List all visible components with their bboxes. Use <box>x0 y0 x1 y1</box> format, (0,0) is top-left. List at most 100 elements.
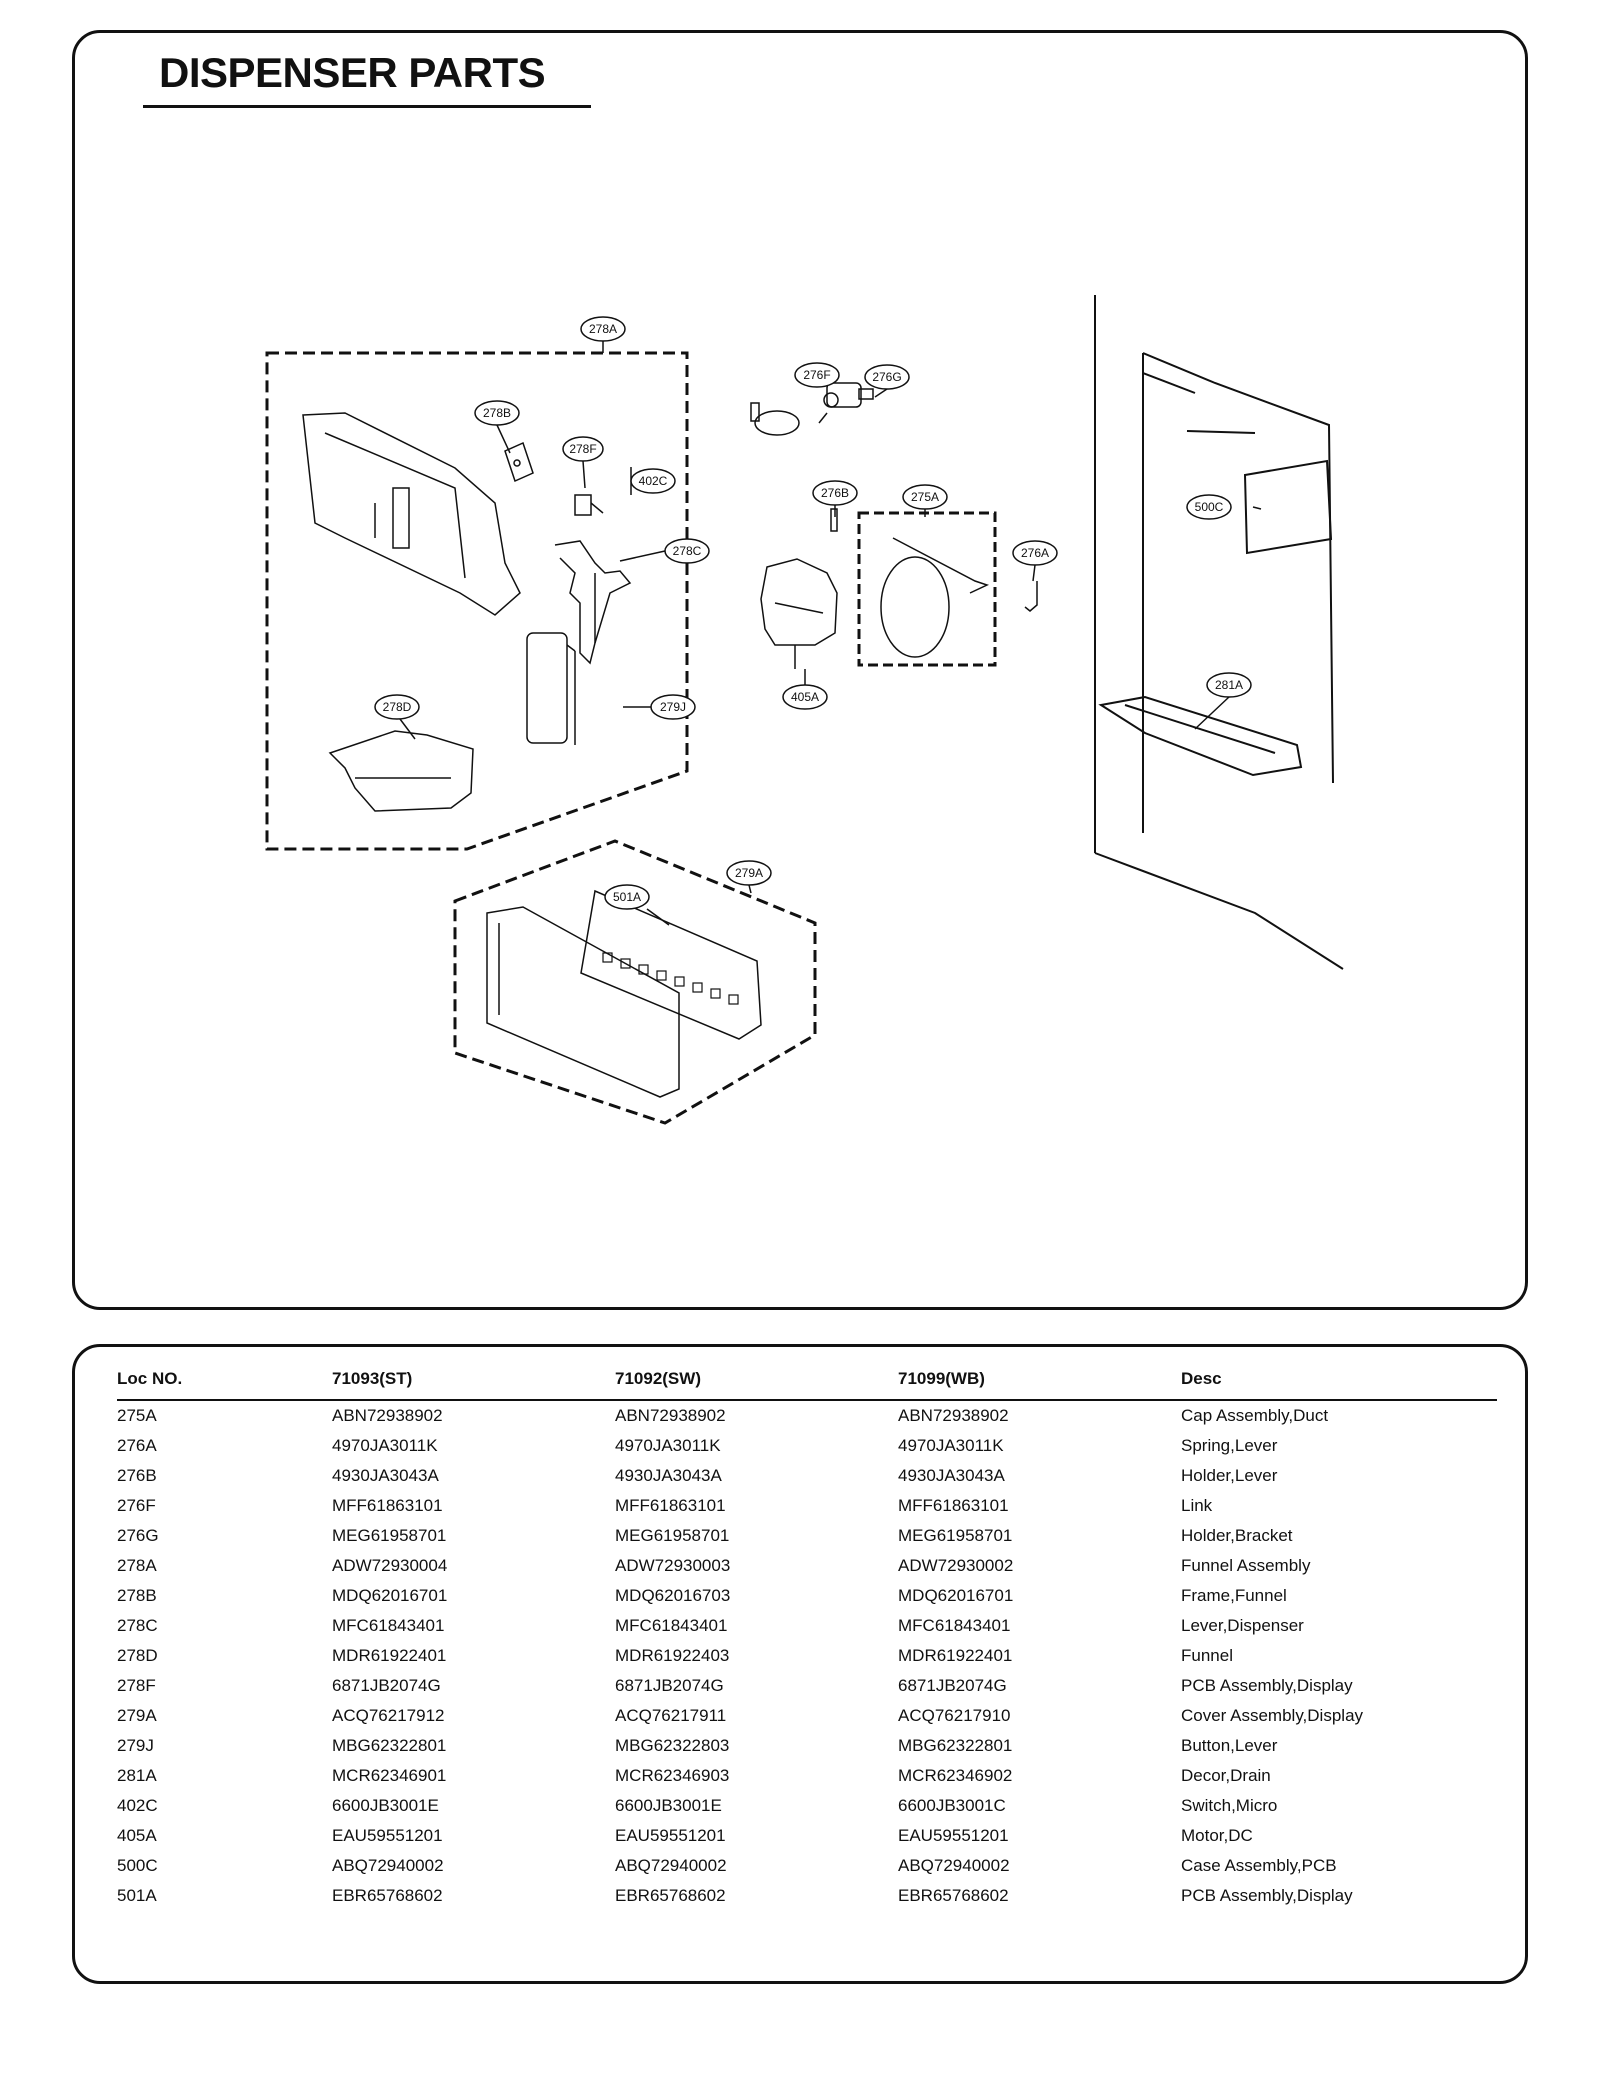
callout-405A-bubble <box>782 684 828 710</box>
callout-279A: 279A <box>735 866 763 880</box>
parts-table: Loc NO. 71093(ST) 71092(SW) 71099(WB) De… <box>117 1361 1497 1911</box>
table-cell: Switch,Micro <box>1181 1795 1278 1815</box>
table-row: 275A ABN72938902 ABN72938902 ABN72938902 Cap… <box>117 1400 1497 1431</box>
callout-276B: 276B <box>821 486 849 500</box>
table-cell: Decor,Drain <box>1181 1765 1271 1785</box>
table-header-row: Loc NO. 71093(ST) 71092(SW) 71099(WB) De… <box>117 1361 1497 1401</box>
table-cell: 6600JB3001E <box>332 1795 439 1815</box>
table-cell: MEG61958701 <box>615 1525 730 1545</box>
table-cell: 6600JB3001E <box>615 1795 722 1815</box>
header-71099: 71099(WB) <box>898 1361 1181 1401</box>
parts-table-body: 275A ABN72938902 ABN72938902 ABN72938902 Cap… <box>117 1400 1497 1911</box>
callout-278D: 278D <box>383 700 412 714</box>
table-cell: ABN72938902 <box>898 1405 1009 1425</box>
table-cell: ABQ72940002 <box>898 1855 1010 1875</box>
table-cell: Link <box>1181 1495 1213 1515</box>
table-cell: ACQ76217912 <box>332 1705 445 1725</box>
callout-278B: 278B <box>483 406 511 420</box>
leader-lines <box>399 341 1262 926</box>
table-cell: 278D <box>117 1645 158 1665</box>
callout-276F: 276F <box>803 368 830 382</box>
table-cell: 4930JA3043A <box>898 1465 1005 1485</box>
small-pcb-part <box>504 441 534 483</box>
lever-spring-part <box>1024 581 1038 612</box>
table-cell: Holder,Bracket <box>1181 1525 1293 1545</box>
table-cell: Spring,Lever <box>1181 1435 1278 1455</box>
table-cell: PCB Assembly,Display <box>1181 1675 1353 1695</box>
display-pcb-part <box>602 952 739 1005</box>
holder-bracket-part <box>823 382 874 408</box>
table-cell: Cap Assembly,Duct <box>1181 1405 1329 1425</box>
callout-276F-bubble <box>794 362 840 388</box>
callout-276A-bubble <box>1012 540 1058 566</box>
table-cell: MDQ62016703 <box>615 1585 731 1605</box>
callout-500C: 500C <box>1195 500 1224 514</box>
table-cell: MBG62322801 <box>332 1735 447 1755</box>
micro-switch-part <box>574 494 604 516</box>
table-cell: Button,Lever <box>1181 1735 1278 1755</box>
table-cell: 4970JA3011K <box>332 1435 438 1455</box>
table-cell: 281A <box>117 1765 157 1785</box>
table-cell: ABQ72940002 <box>332 1855 444 1875</box>
table-cell: 6871JB2074G <box>332 1675 441 1695</box>
table-cell: ACQ76217910 <box>898 1705 1011 1725</box>
callout-279J: 279J <box>660 700 686 714</box>
table-cell: MCR62346902 <box>898 1765 1013 1785</box>
table-cell: ADW72930004 <box>332 1555 448 1575</box>
door-cavity-part <box>1094 295 1344 970</box>
table-cell: 4970JA3011K <box>898 1435 1004 1455</box>
callout-275A-bubble <box>902 484 948 510</box>
table-cell: Cover Assembly,Display <box>1181 1705 1364 1725</box>
table-cell: Funnel <box>1181 1645 1233 1665</box>
callout-500C-bubble <box>1186 494 1232 520</box>
exploded-parts-diagram: 278A 278B 278F 402C 278C 278D 279J 276F … <box>265 295 1344 1125</box>
table-cell: MDQ62016701 <box>898 1585 1014 1605</box>
table-cell: MEG61958701 <box>898 1525 1013 1545</box>
callout-276A: 276A <box>1021 546 1049 560</box>
table-cell: 4930JA3043A <box>332 1465 439 1485</box>
table-cell: 278A <box>117 1555 157 1575</box>
callout-279A-bubble <box>726 860 772 886</box>
table-cell: 278C <box>117 1615 158 1635</box>
callout-276G: 276G <box>872 370 901 384</box>
table-cell: 402C <box>117 1795 158 1815</box>
display-cover-part <box>486 889 762 1098</box>
callout-276B-bubble <box>812 480 858 506</box>
parts-table-panel: Loc NO. 71093(ST) 71092(SW) 71099(WB) De… <box>72 1344 1528 1984</box>
table-cell: ABN72938902 <box>332 1405 443 1425</box>
table-cell: Motor,DC <box>1181 1825 1253 1845</box>
title-underline <box>143 105 591 108</box>
table-cell: Lever,Dispenser <box>1181 1615 1304 1635</box>
table-cell: EAU59551201 <box>332 1825 443 1845</box>
table-cell: ADW72930002 <box>898 1555 1014 1575</box>
callout-501A: 501A <box>613 890 641 904</box>
callout-275A: 275A <box>911 490 939 504</box>
dispenser-lever-part <box>554 540 632 665</box>
callout-276G-bubble <box>864 364 910 390</box>
table-cell: EBR65768602 <box>615 1885 726 1905</box>
table-cell: 275A <box>117 1405 157 1425</box>
callout-281A-bubble <box>1206 672 1252 698</box>
callout-278B-bubble <box>474 400 520 426</box>
header-loc-no: Loc NO. <box>117 1361 332 1401</box>
table-cell: MDR61922401 <box>332 1645 447 1665</box>
table-cell: 278B <box>117 1585 157 1605</box>
table-cell: MBG62322803 <box>615 1735 730 1755</box>
page-title: DISPENSER PARTS <box>159 49 546 96</box>
table-cell: 6871JB2074G <box>898 1675 1007 1695</box>
table-cell: 276B <box>117 1465 157 1485</box>
duct-cap-part <box>880 537 990 658</box>
table-cell: 279A <box>117 1705 157 1725</box>
table-cell: 279J <box>117 1735 154 1755</box>
table-cell: ABN72938902 <box>615 1405 726 1425</box>
